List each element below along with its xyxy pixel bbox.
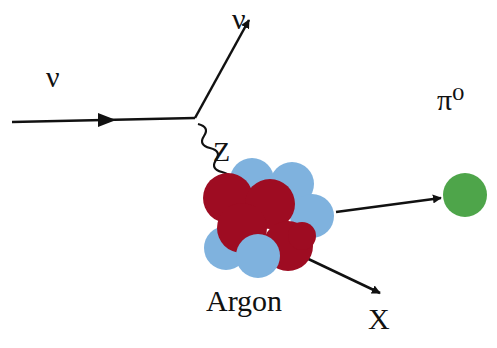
boson-label: Z — [213, 138, 230, 166]
product-arrow — [336, 198, 441, 212]
nucleus-node: Argon — [200, 160, 336, 282]
pion-ball — [443, 173, 487, 217]
neutrino-label: ν — [232, 4, 246, 34]
product-arrow — [300, 255, 380, 293]
neutrino-label: ν — [46, 62, 60, 92]
pion-node: π⁰ — [443, 173, 487, 217]
node-label: π⁰ — [437, 85, 464, 115]
argon-nucleus — [203, 158, 334, 278]
neutrino-line — [195, 20, 249, 118]
product-label: X — [368, 304, 390, 334]
node-label: Argon — [206, 286, 282, 316]
arrow-head — [98, 113, 116, 127]
